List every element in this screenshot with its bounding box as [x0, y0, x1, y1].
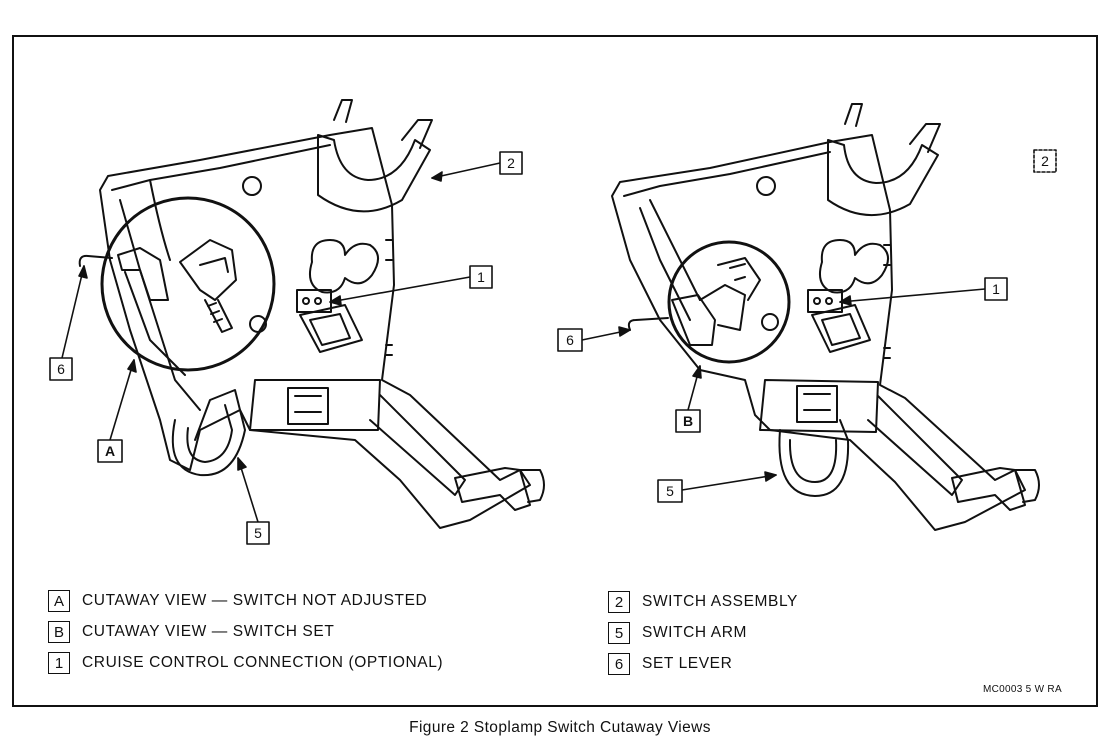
- svg-text:2: 2: [1041, 153, 1049, 169]
- right-switch-assembly: [611, 103, 1040, 531]
- svg-text:A: A: [105, 443, 115, 459]
- callout-right-2: 2: [1033, 149, 1057, 173]
- legend-key: 2: [608, 591, 630, 613]
- callout-left-6: 6: [49, 357, 73, 381]
- legend-text: CUTAWAY VIEW — SWITCH NOT ADJUSTED: [82, 592, 428, 609]
- svg-text:1: 1: [992, 281, 1000, 297]
- callout-right-B: B: [675, 409, 701, 433]
- legend-key: 1: [48, 652, 70, 674]
- legend-item-2: 2 SWITCH ASSEMBLY: [608, 590, 798, 614]
- callout-right-1: 1: [984, 277, 1008, 301]
- legend-text: SWITCH ARM: [642, 624, 748, 641]
- svg-text:5: 5: [666, 483, 674, 499]
- legend-key: 5: [608, 622, 630, 644]
- legend-item-6: 6 SET LEVER: [608, 652, 732, 676]
- legend-item-1: 1 CRUISE CONTROL CONNECTION (OPTIONAL): [48, 651, 443, 675]
- legend-text: CUTAWAY VIEW — SWITCH SET: [82, 623, 335, 640]
- callout-left-A: A: [97, 439, 123, 463]
- legend-key: 6: [608, 653, 630, 675]
- svg-text:B: B: [683, 413, 693, 429]
- legend-key: B: [48, 621, 70, 643]
- callout-left-2: 2: [499, 151, 523, 175]
- callout-leaders: [61, 162, 986, 523]
- callout-left-1: 1: [469, 265, 493, 289]
- svg-text:6: 6: [57, 361, 65, 377]
- svg-text:2: 2: [507, 155, 515, 171]
- svg-text:6: 6: [566, 332, 574, 348]
- callout-right-6: 6: [557, 328, 583, 352]
- figure-caption: Figure 2 Stoplamp Switch Cutaway Views: [409, 719, 711, 736]
- legend-text: SET LEVER: [642, 655, 733, 672]
- legend-item-b: B CUTAWAY VIEW — SWITCH SET: [48, 620, 334, 644]
- callout-labels: 2 1 6 A 5 2 1 6 B 5: [49, 149, 1057, 545]
- legend-key: A: [48, 590, 70, 612]
- figure-code: MC0003 5 W RA: [983, 684, 1062, 695]
- callout-left-5: 5: [246, 521, 270, 545]
- legend-item-5: 5 SWITCH ARM: [608, 621, 747, 645]
- svg-text:1: 1: [477, 269, 485, 285]
- callout-right-5: 5: [657, 479, 683, 503]
- legend-item-a: A CUTAWAY VIEW — SWITCH NOT ADJUSTED: [48, 589, 427, 613]
- legend-text: SWITCH ASSEMBLY: [642, 593, 798, 610]
- svg-text:5: 5: [254, 525, 262, 541]
- legend-text: CRUISE CONTROL CONNECTION (OPTIONAL): [82, 654, 444, 671]
- left-switch-assembly: [78, 99, 545, 529]
- figure-frame: [12, 35, 1098, 707]
